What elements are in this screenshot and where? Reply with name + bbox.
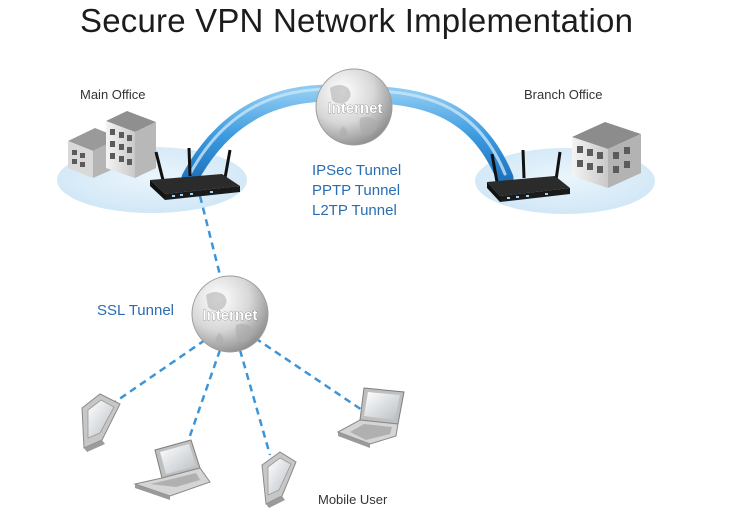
internet-label-top: Internet bbox=[327, 100, 382, 117]
internet-globe-top-icon bbox=[315, 68, 393, 146]
branch-office-building-icon bbox=[572, 122, 641, 188]
branch-office-label: Branch Office bbox=[524, 87, 603, 102]
l2tp-tunnel-label: L2TP Tunnel bbox=[312, 202, 397, 219]
page-title: Secure VPN Network Implementation bbox=[80, 2, 634, 39]
pptp-tunnel-label: PPTP Tunnel bbox=[312, 182, 401, 199]
laptop-device-left-icon bbox=[133, 439, 211, 500]
main-office-router-icon bbox=[150, 147, 240, 200]
pda-device-center-icon bbox=[261, 451, 297, 508]
main-office-label: Main Office bbox=[80, 87, 146, 102]
mobile-user-label: Mobile User bbox=[318, 492, 388, 507]
pda-device-left-icon bbox=[81, 393, 121, 452]
ipsec-tunnel-label: IPSec Tunnel bbox=[312, 162, 402, 179]
branch-office-router-icon bbox=[487, 149, 570, 202]
laptop-device-right-icon bbox=[336, 387, 405, 448]
internet-globe-bottom-icon bbox=[191, 275, 269, 353]
internet-label-bottom: Internet bbox=[202, 307, 257, 324]
ssl-tunnel-label: SSL Tunnel bbox=[97, 302, 174, 319]
ssl-dashed-link bbox=[198, 195, 224, 284]
mobile-dashed-links bbox=[114, 336, 366, 456]
main-office-buildings-icon bbox=[68, 111, 156, 178]
